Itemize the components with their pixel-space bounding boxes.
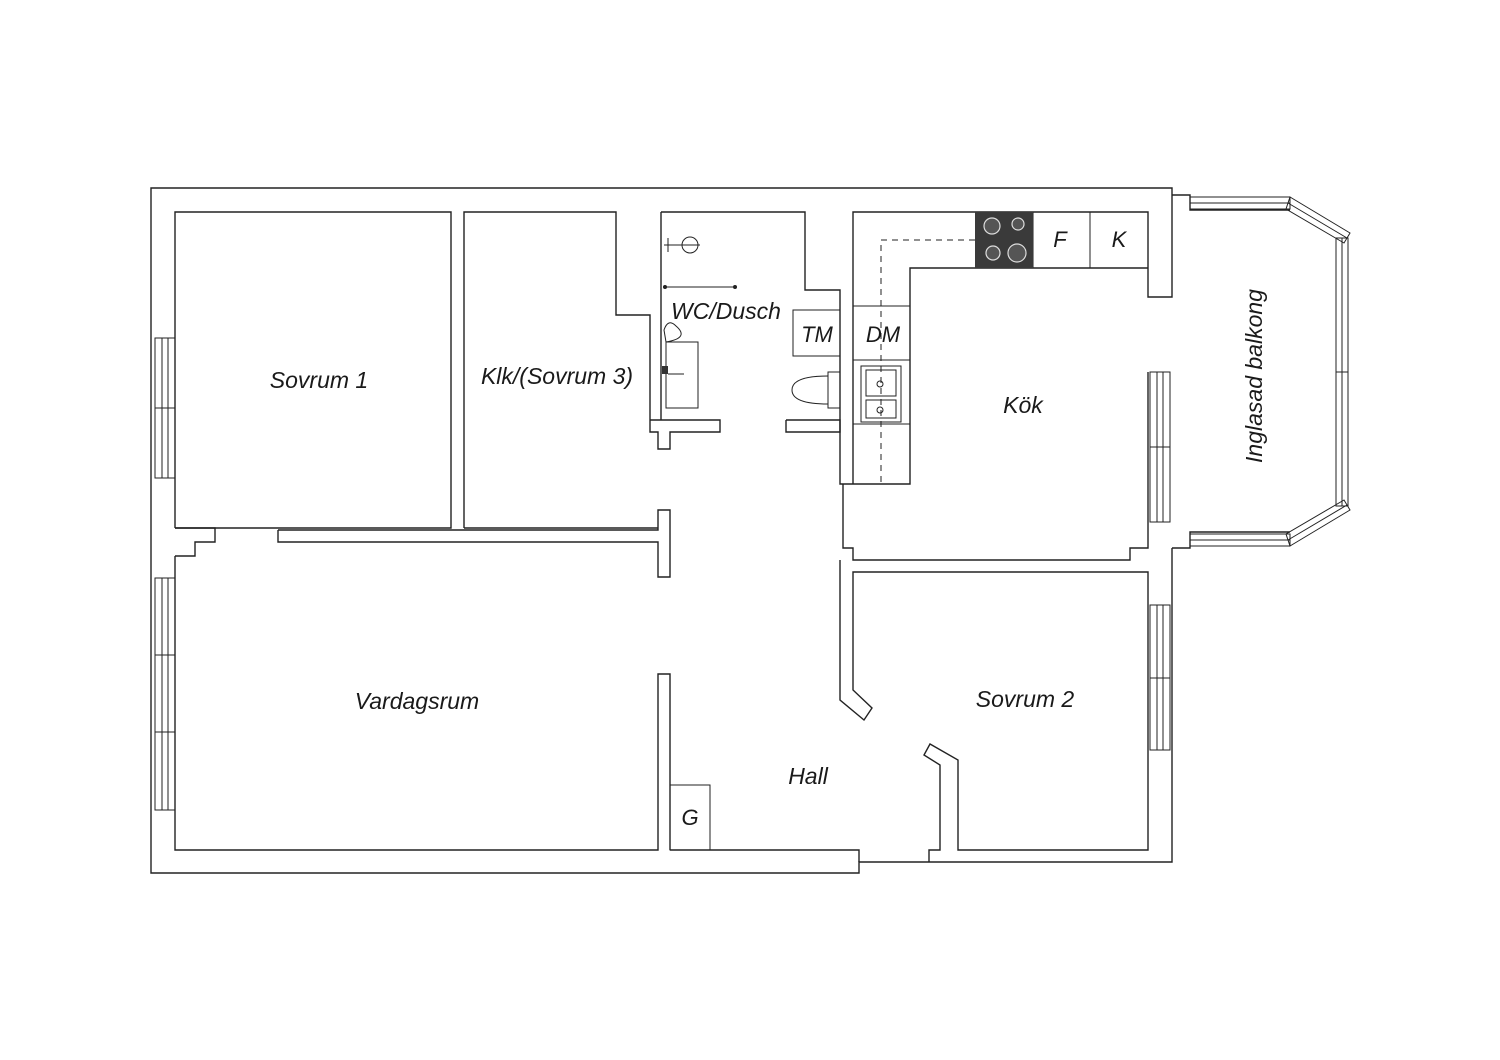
label-wc-dusch: WC/Dusch (671, 298, 781, 324)
label-klk: Klk/(Sovrum 3) (481, 363, 633, 389)
label-hall: Hall (788, 763, 829, 789)
sovrum-1-walls (174, 211, 452, 557)
label-kok: Kök (1003, 392, 1044, 418)
label-f: F (1053, 227, 1068, 252)
window-sovrum-1 (154, 337, 176, 479)
balcony-windows (1189, 196, 1351, 547)
window-vardagsrum (154, 577, 176, 811)
klk-walls (463, 211, 721, 529)
kitchen-sink-icon (860, 365, 902, 423)
balcony-walls (1172, 194, 1290, 549)
label-inglasad-balkong: Inglasad balkong (1241, 289, 1267, 463)
label-tm: TM (801, 322, 833, 347)
label-dm: DM (866, 322, 901, 347)
toilet-icon (791, 371, 841, 409)
stove-icon (975, 212, 1033, 268)
kok-walls (842, 372, 1149, 561)
label-vardagsrum: Vardagsrum (355, 688, 479, 714)
outer-wall (150, 187, 1173, 874)
label-sovrum-1: Sovrum 1 (270, 367, 368, 393)
shower-icon (663, 236, 737, 289)
label-k: K (1112, 227, 1128, 252)
sovrum-2-walls (839, 560, 1149, 862)
label-sovrum-2: Sovrum 2 (976, 686, 1075, 712)
sink-icon (662, 322, 699, 409)
tm-box (792, 309, 841, 357)
wc-walls (660, 211, 853, 485)
label-g: G (681, 805, 698, 830)
window-sovrum-2 (1149, 604, 1171, 751)
corridor-wall (277, 509, 671, 578)
hall-walls (669, 784, 860, 862)
window-kok (1149, 371, 1171, 523)
